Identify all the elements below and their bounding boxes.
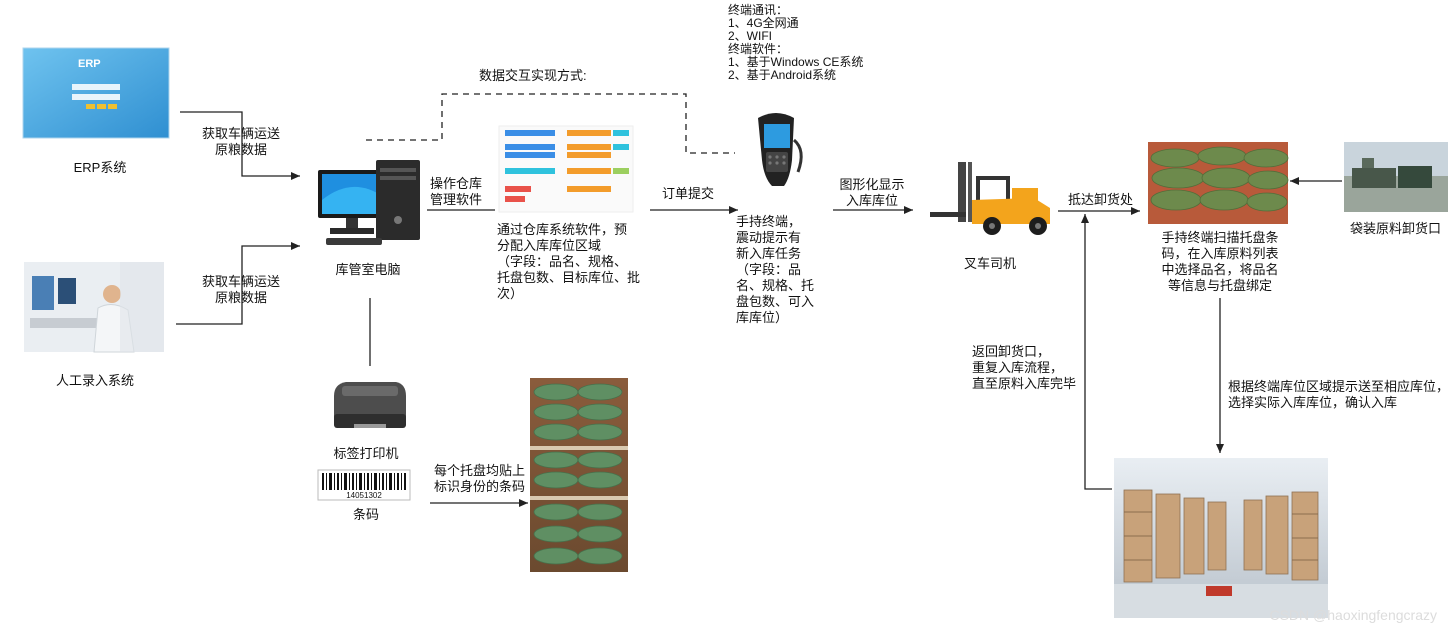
pallet-photo-image bbox=[530, 378, 628, 572]
pallet-scan-image bbox=[1148, 142, 1288, 224]
barcode-to-pallet-edge-label: 每个托盘均贴上 标识身份的条码 bbox=[434, 463, 534, 495]
handheld-terminal-image bbox=[758, 113, 801, 186]
return-loop-arrow bbox=[1085, 214, 1112, 489]
arrive-unload-edge-label: 抵达卸货处 bbox=[1068, 192, 1148, 208]
terminal-desc-note: 手持终端， 震动提示有 新入库任务 （字段：品 名、规格、托 盘包数、可入 库库… bbox=[736, 214, 832, 326]
manual-to-pc-edge-label: 获取车辆运送 原粮数据 bbox=[186, 274, 296, 306]
software-screenshot bbox=[499, 126, 633, 212]
computer-image bbox=[318, 160, 420, 245]
unload-dock-label: 袋装原料卸货口 bbox=[1350, 221, 1450, 237]
manual-entry-image bbox=[24, 262, 164, 352]
erp-to-pc-edge-label: 获取车辆运送 原粮数据 bbox=[186, 126, 296, 158]
erp-system-label: ERP系统 bbox=[60, 160, 140, 176]
terminal-comm-note: 终端通讯： 1、4G全网通 2、WIFI 终端软件： 1、基于Windows C… bbox=[728, 4, 908, 82]
manual-entry-label: 人工录入系统 bbox=[40, 373, 150, 389]
printer-label: 标签打印机 bbox=[316, 446, 416, 462]
return-loop-note: 返回卸货口， 重复入库流程， 直至原料入库完毕 bbox=[972, 344, 1082, 392]
label-printer-image bbox=[334, 382, 406, 428]
scan-bind-note: 手持终端扫描托盘条 码，在入库原料列表 中选择品名，将品名 等信息与托盘绑定 bbox=[1148, 230, 1292, 294]
pc-to-software-edge-label: 操作仓库 管理软件 bbox=[430, 176, 500, 208]
warehouse-image bbox=[1114, 458, 1328, 618]
erp-system-image: ERP bbox=[23, 48, 169, 138]
barcode-number: 14051302 bbox=[346, 491, 382, 500]
unloading-dock-image bbox=[1344, 142, 1448, 212]
barcode-label: 条码 bbox=[334, 507, 398, 523]
data-exchange-label: 数据交互实现方式: bbox=[479, 68, 619, 84]
erp-logo: ERP bbox=[78, 58, 101, 70]
software-desc-note: 通过仓库系统软件，预 分配入库库位区域 （字段：品名、规格、 托盘包数、目标库位… bbox=[497, 222, 659, 302]
graphic-display-edge-label: 图形化显示 入库库位 bbox=[834, 177, 910, 209]
forklift-label: 叉车司机 bbox=[950, 256, 1030, 272]
barcode-image: 14051302 bbox=[318, 470, 410, 500]
watermark: CSDN @haoxingfengcrazy bbox=[1269, 607, 1437, 623]
store-confirm-note: 根据终端库位区域提示送至相应库位， 选择实际入库库位，确认入库 bbox=[1228, 379, 1450, 411]
order-submit-edge-label: 订单提交 bbox=[662, 186, 732, 202]
pc-label: 库管室电脑 bbox=[320, 262, 416, 278]
forklift-image bbox=[930, 162, 1050, 235]
